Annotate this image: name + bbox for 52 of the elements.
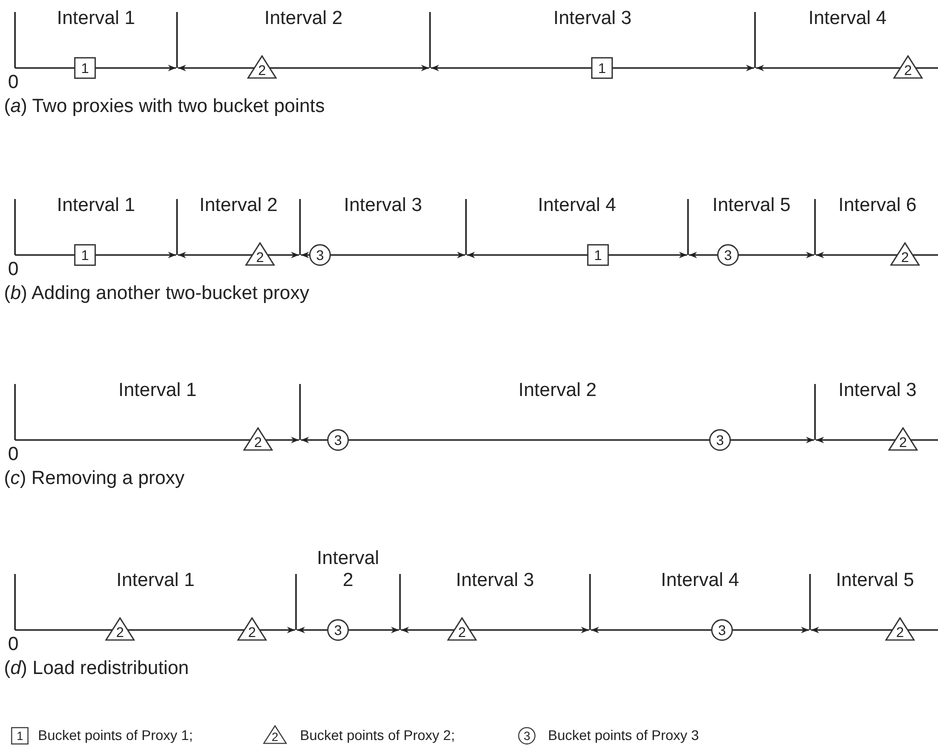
triangle-marker: 2 — [243, 427, 273, 451]
panel-caption: (d) Load redistribution — [4, 658, 189, 680]
square-marker: 1 — [74, 57, 96, 79]
triangle-marker: 2 — [237, 617, 267, 641]
triangle-marker: 2 — [247, 55, 277, 79]
circle-marker: 3 — [327, 429, 349, 451]
circle-marker: 3 — [309, 244, 331, 266]
circle-marker: 3 — [518, 727, 536, 745]
circle-marker: 3 — [327, 619, 349, 641]
legend-text: Bucket points of Proxy 2; — [300, 727, 455, 743]
interval-label: Interval 3 — [454, 570, 536, 592]
triangle-marker: 2 — [885, 617, 915, 641]
interval-label: Interval 1 — [117, 380, 198, 402]
panel-caption: (a) Two proxies with two bucket points — [4, 96, 325, 118]
panel-caption: (c) Removing a proxy — [4, 468, 185, 490]
interval-label: Interval 2 — [517, 380, 598, 402]
interval-label: Interval 4 — [536, 195, 618, 217]
interval-label: Interval 1 — [115, 570, 196, 592]
circle-marker: 3 — [711, 619, 733, 641]
triangle-marker: 2 — [893, 55, 923, 79]
square-marker: 1 — [11, 727, 29, 745]
interval-label: Interval 2 — [316, 548, 380, 592]
axis-origin-label: 0 — [8, 634, 19, 656]
circle-marker: 3 — [717, 244, 739, 266]
circle-marker: 3 — [709, 429, 731, 451]
triangle-marker: 2 — [263, 725, 287, 745]
triangle-marker: 2 — [447, 617, 477, 641]
interval-label: Interval 3 — [552, 8, 633, 30]
panel-caption: (b) Adding another two-bucket proxy — [4, 283, 310, 305]
axis-origin-label: 0 — [8, 444, 19, 466]
triangle-marker: 2 — [245, 242, 275, 266]
interval-label: Interval 3 — [342, 195, 424, 217]
square-marker: 1 — [591, 57, 613, 79]
axis-origin-label: 0 — [8, 259, 19, 281]
triangle-marker: 2 — [888, 427, 918, 451]
axis-origin-label: 0 — [8, 72, 19, 94]
legend-text: Bucket points of Proxy 3 — [548, 727, 699, 743]
interval-label: Interval 4 — [660, 570, 740, 592]
interval-label: Interval 5 — [834, 570, 916, 592]
square-marker: 1 — [587, 244, 609, 266]
interval-label: Interval 1 — [56, 195, 136, 217]
triangle-marker: 2 — [890, 242, 920, 266]
interval-label: Interval 3 — [837, 380, 918, 402]
square-marker: 1 — [74, 244, 96, 266]
interval-label: Interval 2 — [263, 8, 344, 30]
legend-text: Bucket points of Proxy 1; — [38, 727, 193, 743]
triangle-marker: 2 — [105, 617, 135, 641]
interval-label: Interval 5 — [711, 195, 792, 217]
interval-label: Interval 1 — [56, 8, 136, 30]
interval-label: Interval 4 — [807, 8, 888, 30]
interval-label: Interval 6 — [837, 195, 918, 217]
interval-label: Interval 2 — [198, 195, 279, 217]
